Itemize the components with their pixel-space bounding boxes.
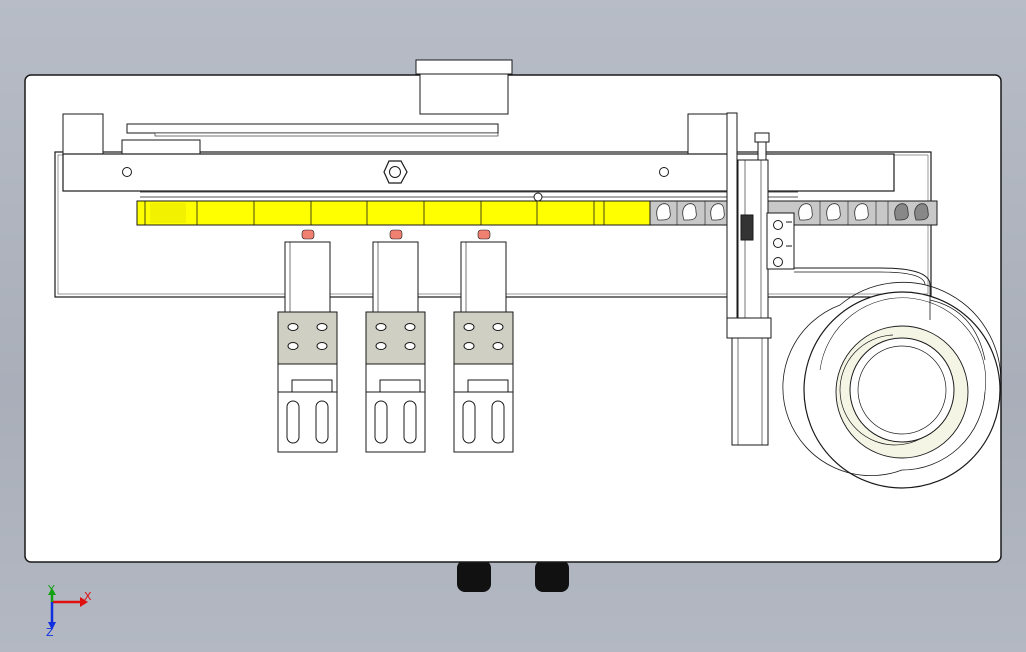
beam-hole-right [659, 167, 669, 177]
upper-strip-edge [154, 132, 499, 137]
actuator-cylinder [284, 241, 331, 313]
hex-nut-hole [389, 166, 401, 178]
bottom-knob-right [535, 560, 569, 592]
yellow-segments [144, 201, 605, 225]
main-beam [62, 153, 895, 192]
x-axis-label: X [84, 590, 92, 603]
small-block [121, 139, 201, 155]
yellow-strip [136, 200, 651, 226]
spiral-reel [782, 281, 1002, 489]
z-axis-label: Z [46, 626, 54, 639]
axis-triad: X Y Z [46, 583, 92, 639]
actuator-unit-3 [453, 229, 514, 453]
actuator-unit-2 [365, 229, 426, 453]
y-axis-label: Y [47, 583, 55, 596]
gripper-block [766, 212, 795, 270]
strip-parts [656, 203, 929, 221]
beam-hole-left [122, 167, 132, 177]
center-pin [533, 192, 543, 202]
right-post [687, 113, 729, 155]
upper-strip [126, 123, 499, 134]
top-bracket [415, 59, 513, 75]
actuator-tip [301, 229, 315, 240]
mount-block [277, 311, 338, 365]
top-bracket-body [419, 73, 509, 115]
vertical-column [726, 112, 772, 446]
bottom-knob-left [457, 560, 491, 592]
actuator-unit-1 [277, 229, 338, 453]
left-post [62, 113, 104, 155]
